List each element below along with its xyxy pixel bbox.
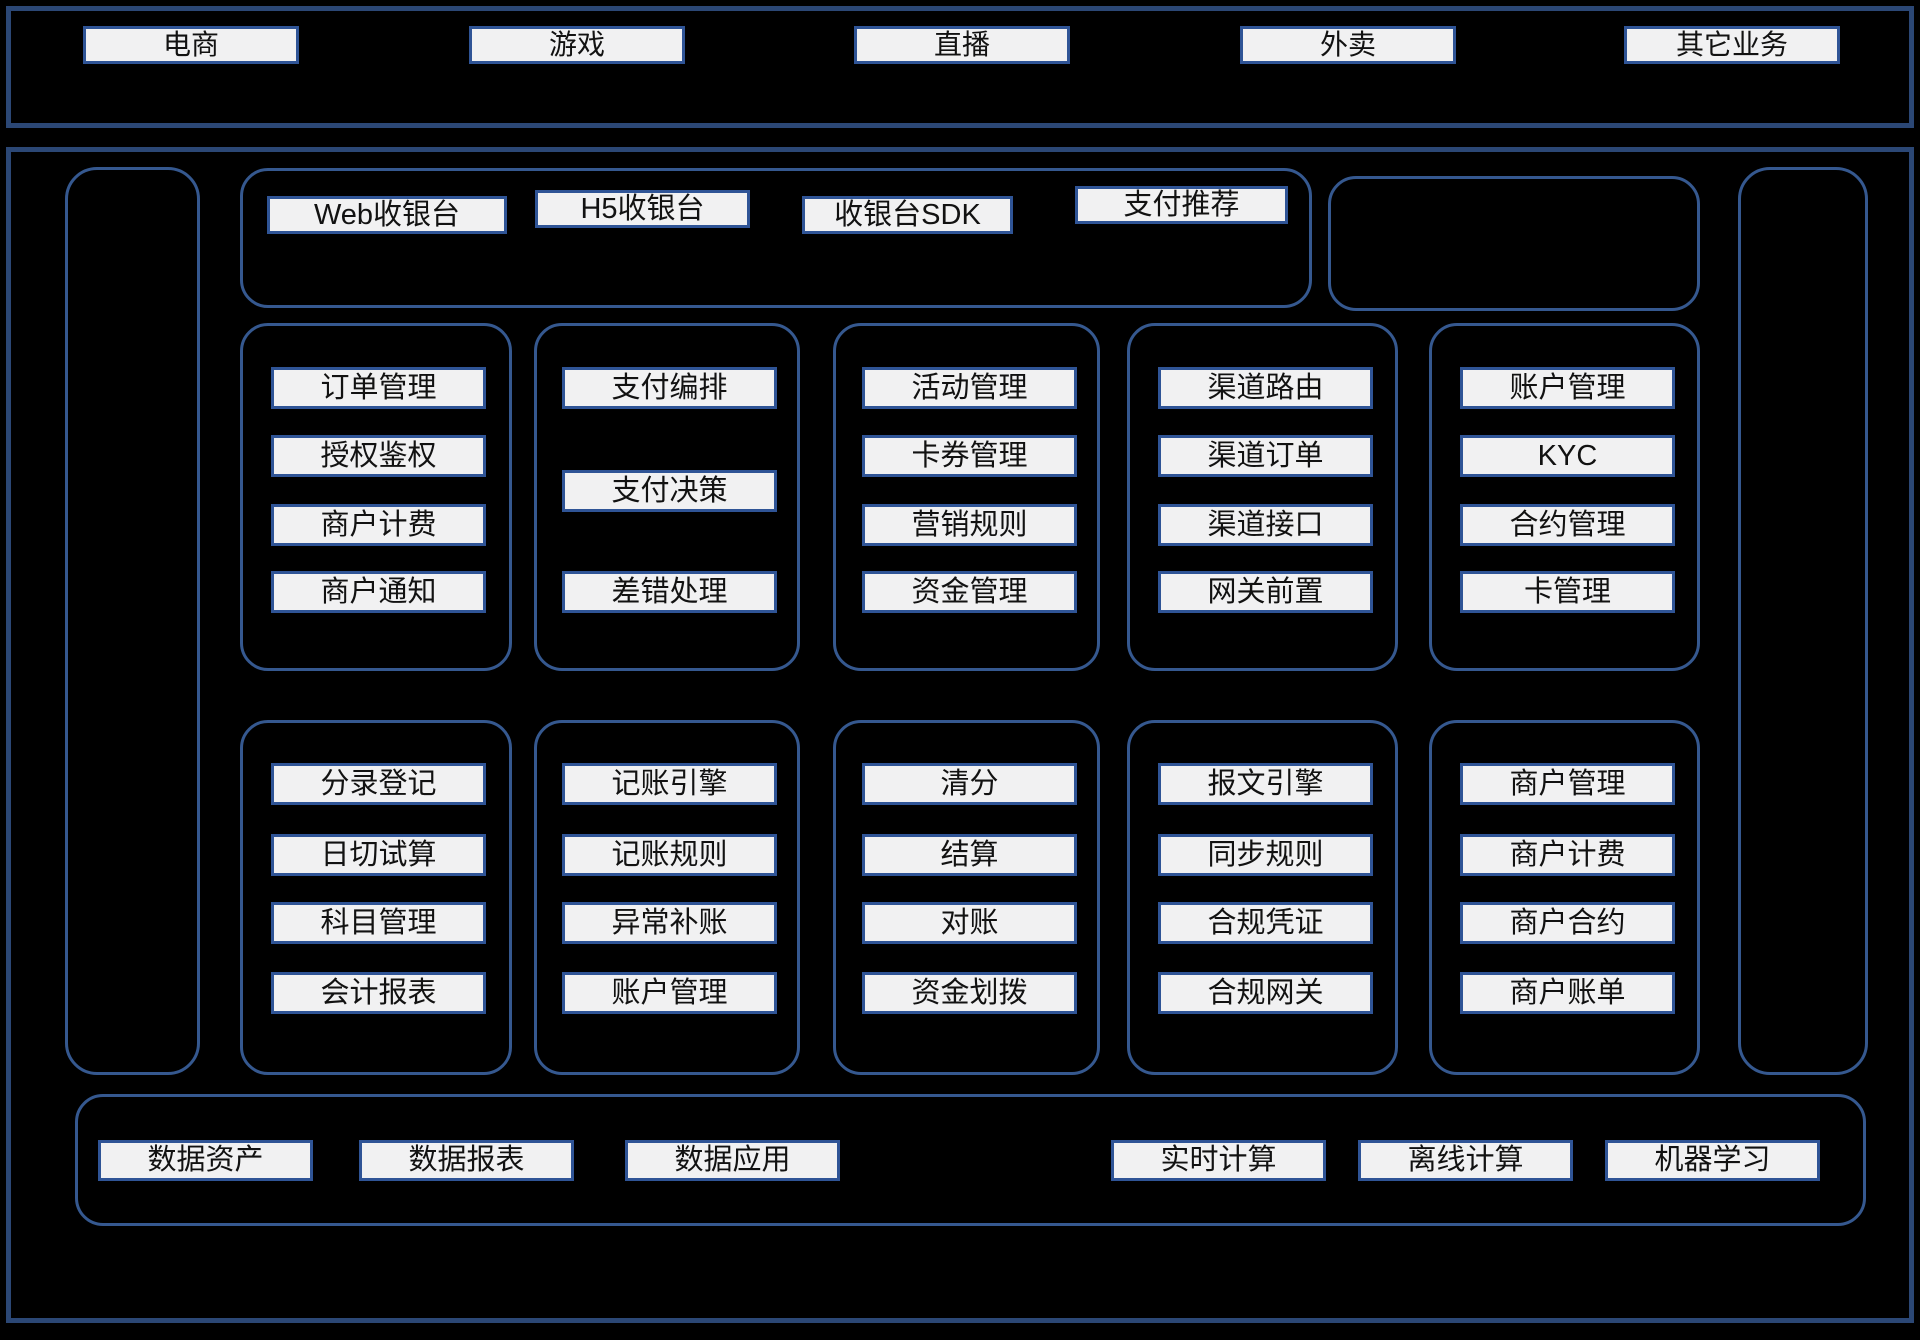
- module-node: 记账引擎: [562, 763, 777, 805]
- cashier-side-section: [1328, 176, 1700, 311]
- module-node: 渠道订单: [1158, 435, 1373, 477]
- module-node: 商户计费: [1460, 834, 1675, 876]
- left-rail: [65, 167, 200, 1075]
- data-node: 数据资产: [98, 1140, 313, 1181]
- module-group-account: 账户管理 KYC 合约管理 卡管理: [1429, 323, 1700, 671]
- module-node: 差错处理: [562, 571, 777, 613]
- module-node: KYC: [1460, 435, 1675, 477]
- module-node: 科目管理: [271, 902, 486, 944]
- module-node: 订单管理: [271, 367, 486, 409]
- module-node: 卡券管理: [862, 435, 1077, 477]
- module-node: 异常补账: [562, 902, 777, 944]
- module-group-order: 订单管理 授权鉴权 商户计费 商户通知: [240, 323, 512, 671]
- module-node: 清分: [862, 763, 1077, 805]
- module-node: 渠道路由: [1158, 367, 1373, 409]
- module-node: 账户管理: [1460, 367, 1675, 409]
- module-node: 支付决策: [562, 470, 777, 512]
- data-node: 机器学习: [1605, 1140, 1820, 1181]
- cashier-node: Web收银台: [267, 196, 507, 234]
- module-node: 对账: [862, 902, 1077, 944]
- business-node: 直播: [854, 26, 1070, 64]
- module-group-merchant: 商户管理 商户计费 商户合约 商户账单: [1429, 720, 1700, 1075]
- business-node: 外卖: [1240, 26, 1456, 64]
- module-group-ledger: 分录登记 日切试算 科目管理 会计报表: [240, 720, 512, 1075]
- data-node: 数据报表: [359, 1140, 574, 1181]
- module-node: 网关前置: [1158, 571, 1373, 613]
- module-node: 商户计费: [271, 504, 486, 546]
- module-node: 报文引擎: [1158, 763, 1373, 805]
- module-node: 卡管理: [1460, 571, 1675, 613]
- module-node: 合规网关: [1158, 972, 1373, 1014]
- data-platform-section: 数据资产 数据报表 数据应用 实时计算 离线计算 机器学习: [75, 1094, 1866, 1226]
- module-node: 授权鉴权: [271, 435, 486, 477]
- module-node: 商户合约: [1460, 902, 1675, 944]
- module-group-payment: 支付编排 支付决策 差错处理: [534, 323, 800, 671]
- module-group-channel: 渠道路由 渠道订单 渠道接口 网关前置: [1127, 323, 1398, 671]
- module-node: 合规凭证: [1158, 902, 1373, 944]
- cashier-node: 收银台SDK: [802, 196, 1013, 234]
- module-node: 渠道接口: [1158, 504, 1373, 546]
- cashier-node: H5收银台: [535, 190, 750, 228]
- cashier-section: Web收银台 H5收银台 收银台SDK 支付推荐: [240, 168, 1312, 308]
- data-node: 实时计算: [1111, 1140, 1326, 1181]
- module-group-marketing: 活动管理 卡券管理 营销规则 资金管理: [833, 323, 1100, 671]
- module-node: 会计报表: [271, 972, 486, 1014]
- module-node: 分录登记: [271, 763, 486, 805]
- module-node: 活动管理: [862, 367, 1077, 409]
- module-node: 商户账单: [1460, 972, 1675, 1014]
- module-node: 记账规则: [562, 834, 777, 876]
- module-node: 商户通知: [271, 571, 486, 613]
- module-node: 商户管理: [1460, 763, 1675, 805]
- platform-frame: Web收银台 H5收银台 收银台SDK 支付推荐 订单管理 授权鉴权 商户计费 …: [6, 147, 1914, 1323]
- module-group-clearing: 清分 结算 对账 资金划拨: [833, 720, 1100, 1075]
- module-node: 账户管理: [562, 972, 777, 1014]
- business-node: 游戏: [469, 26, 685, 64]
- module-node: 结算: [862, 834, 1077, 876]
- module-node: 营销规则: [862, 504, 1077, 546]
- business-layer-frame: 电商 游戏 直播 外卖 其它业务: [6, 6, 1914, 128]
- module-node: 资金划拨: [862, 972, 1077, 1014]
- module-node: 同步规则: [1158, 834, 1373, 876]
- module-node: 日切试算: [271, 834, 486, 876]
- module-group-accounting: 记账引擎 记账规则 异常补账 账户管理: [534, 720, 800, 1075]
- cashier-node: 支付推荐: [1075, 186, 1288, 224]
- data-node: 数据应用: [625, 1140, 840, 1181]
- data-node: 离线计算: [1358, 1140, 1573, 1181]
- module-group-compliance: 报文引擎 同步规则 合规凭证 合规网关: [1127, 720, 1398, 1075]
- module-node: 支付编排: [562, 367, 777, 409]
- right-rail: [1738, 167, 1868, 1075]
- business-node: 其它业务: [1624, 26, 1840, 64]
- module-node: 合约管理: [1460, 504, 1675, 546]
- business-node: 电商: [83, 26, 299, 64]
- module-node: 资金管理: [862, 571, 1077, 613]
